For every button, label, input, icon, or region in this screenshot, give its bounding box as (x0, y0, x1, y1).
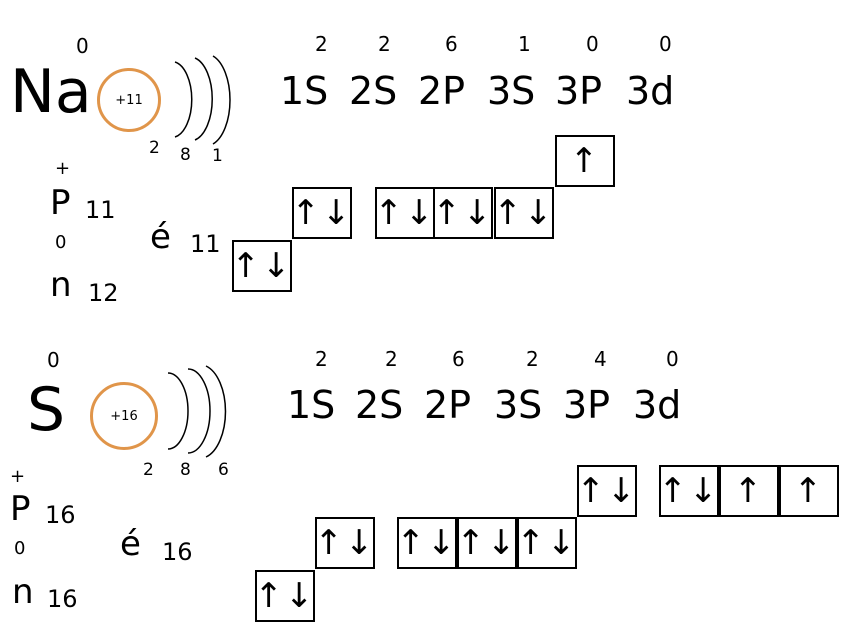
s-orb-1s: 1S (287, 383, 336, 427)
na-orb-2s: 2S (349, 69, 398, 113)
s-box-2s: ↑↓ (315, 517, 375, 569)
na-orb-3p: 3P (555, 69, 603, 113)
na-neutron-sign: 0 (55, 232, 67, 253)
s-occ-3d: 0 (666, 347, 679, 371)
s-electron-count: 16 (162, 538, 193, 566)
na-occ-3p: 0 (586, 32, 599, 56)
na-orb-3s: 3S (487, 69, 536, 113)
s-occ-1s: 2 (315, 347, 328, 371)
s-box-3p-1: ↑↓ (659, 465, 719, 517)
na-shell-1: 2 (149, 138, 160, 158)
na-proton-sign: + (55, 158, 71, 179)
na-nucleus-label: +11 (115, 92, 143, 108)
s-proton-count: 16 (45, 501, 76, 529)
s-symbol: S (27, 375, 66, 445)
s-box-1s: ↑↓ (255, 570, 315, 622)
s-occ-2p: 6 (452, 347, 465, 371)
na-box-2p-2: ↑↓ (433, 187, 493, 239)
s-orb-3d: 3d (633, 383, 682, 427)
s-shell-1: 2 (143, 460, 154, 480)
na-electron-symbol: é (150, 217, 171, 257)
s-box-3p-2: ↑ (719, 465, 779, 517)
s-box-2p-2: ↑↓ (457, 517, 517, 569)
s-shell-3: 6 (218, 460, 229, 480)
na-neutron-symbol: n (50, 265, 72, 305)
na-shell-arc-1 (174, 61, 193, 138)
s-neutron-symbol: n (12, 572, 34, 612)
na-charge: 0 (76, 34, 89, 58)
na-occ-2s: 2 (378, 32, 391, 56)
s-orb-2s: 2S (355, 383, 404, 427)
s-box-2p-3: ↑↓ (517, 517, 577, 569)
s-orb-3p: 3P (563, 383, 611, 427)
na-occ-1s: 2 (315, 32, 328, 56)
na-occ-3d: 0 (659, 32, 672, 56)
s-shell-arc-1 (167, 372, 189, 450)
na-proton-symbol: P (50, 183, 71, 223)
na-occ-3s: 1 (518, 32, 531, 56)
na-orb-1s: 1S (280, 69, 329, 113)
na-electron-count: 11 (190, 230, 221, 258)
s-orb-3s: 3S (494, 383, 543, 427)
s-occ-2s: 2 (385, 347, 398, 371)
na-symbol: Na (10, 57, 92, 127)
s-shell-arc-3 (205, 365, 227, 458)
na-box-1s: ↑↓ (232, 240, 292, 292)
na-box-2p-1: ↑↓ (375, 187, 435, 239)
s-nucleus-label: +16 (110, 408, 138, 424)
na-nucleus: +11 (97, 68, 161, 132)
s-nucleus: +16 (90, 382, 158, 450)
na-shell-arc-2 (194, 57, 213, 141)
s-charge: 0 (47, 348, 60, 372)
s-electron-symbol: é (120, 524, 141, 564)
s-box-3p-3: ↑ (779, 465, 839, 517)
na-shell-arc-3 (212, 55, 231, 145)
s-occ-3s: 2 (526, 347, 539, 371)
s-neutron-sign: 0 (14, 538, 26, 559)
na-neutron-count: 12 (88, 279, 119, 307)
s-shell-arc-2 (187, 368, 211, 454)
s-shell-2: 8 (180, 460, 191, 480)
na-shell-3: 1 (212, 146, 223, 166)
na-proton-count: 11 (85, 196, 116, 224)
s-proton-symbol: P (10, 489, 31, 529)
na-shell-2: 8 (180, 145, 191, 165)
s-box-3s: ↑↓ (577, 465, 637, 517)
s-proton-sign: + (10, 466, 26, 487)
na-box-3s: ↑ (555, 135, 615, 187)
na-occ-2p: 6 (445, 32, 458, 56)
na-box-2s: ↑↓ (292, 187, 352, 239)
s-neutron-count: 16 (47, 585, 78, 613)
na-box-2p-3: ↑↓ (494, 187, 554, 239)
na-orb-2p: 2P (418, 69, 466, 113)
s-orb-2p: 2P (424, 383, 472, 427)
na-orb-3d: 3d (626, 69, 675, 113)
s-box-2p-1: ↑↓ (397, 517, 457, 569)
s-occ-3p: 4 (594, 347, 607, 371)
